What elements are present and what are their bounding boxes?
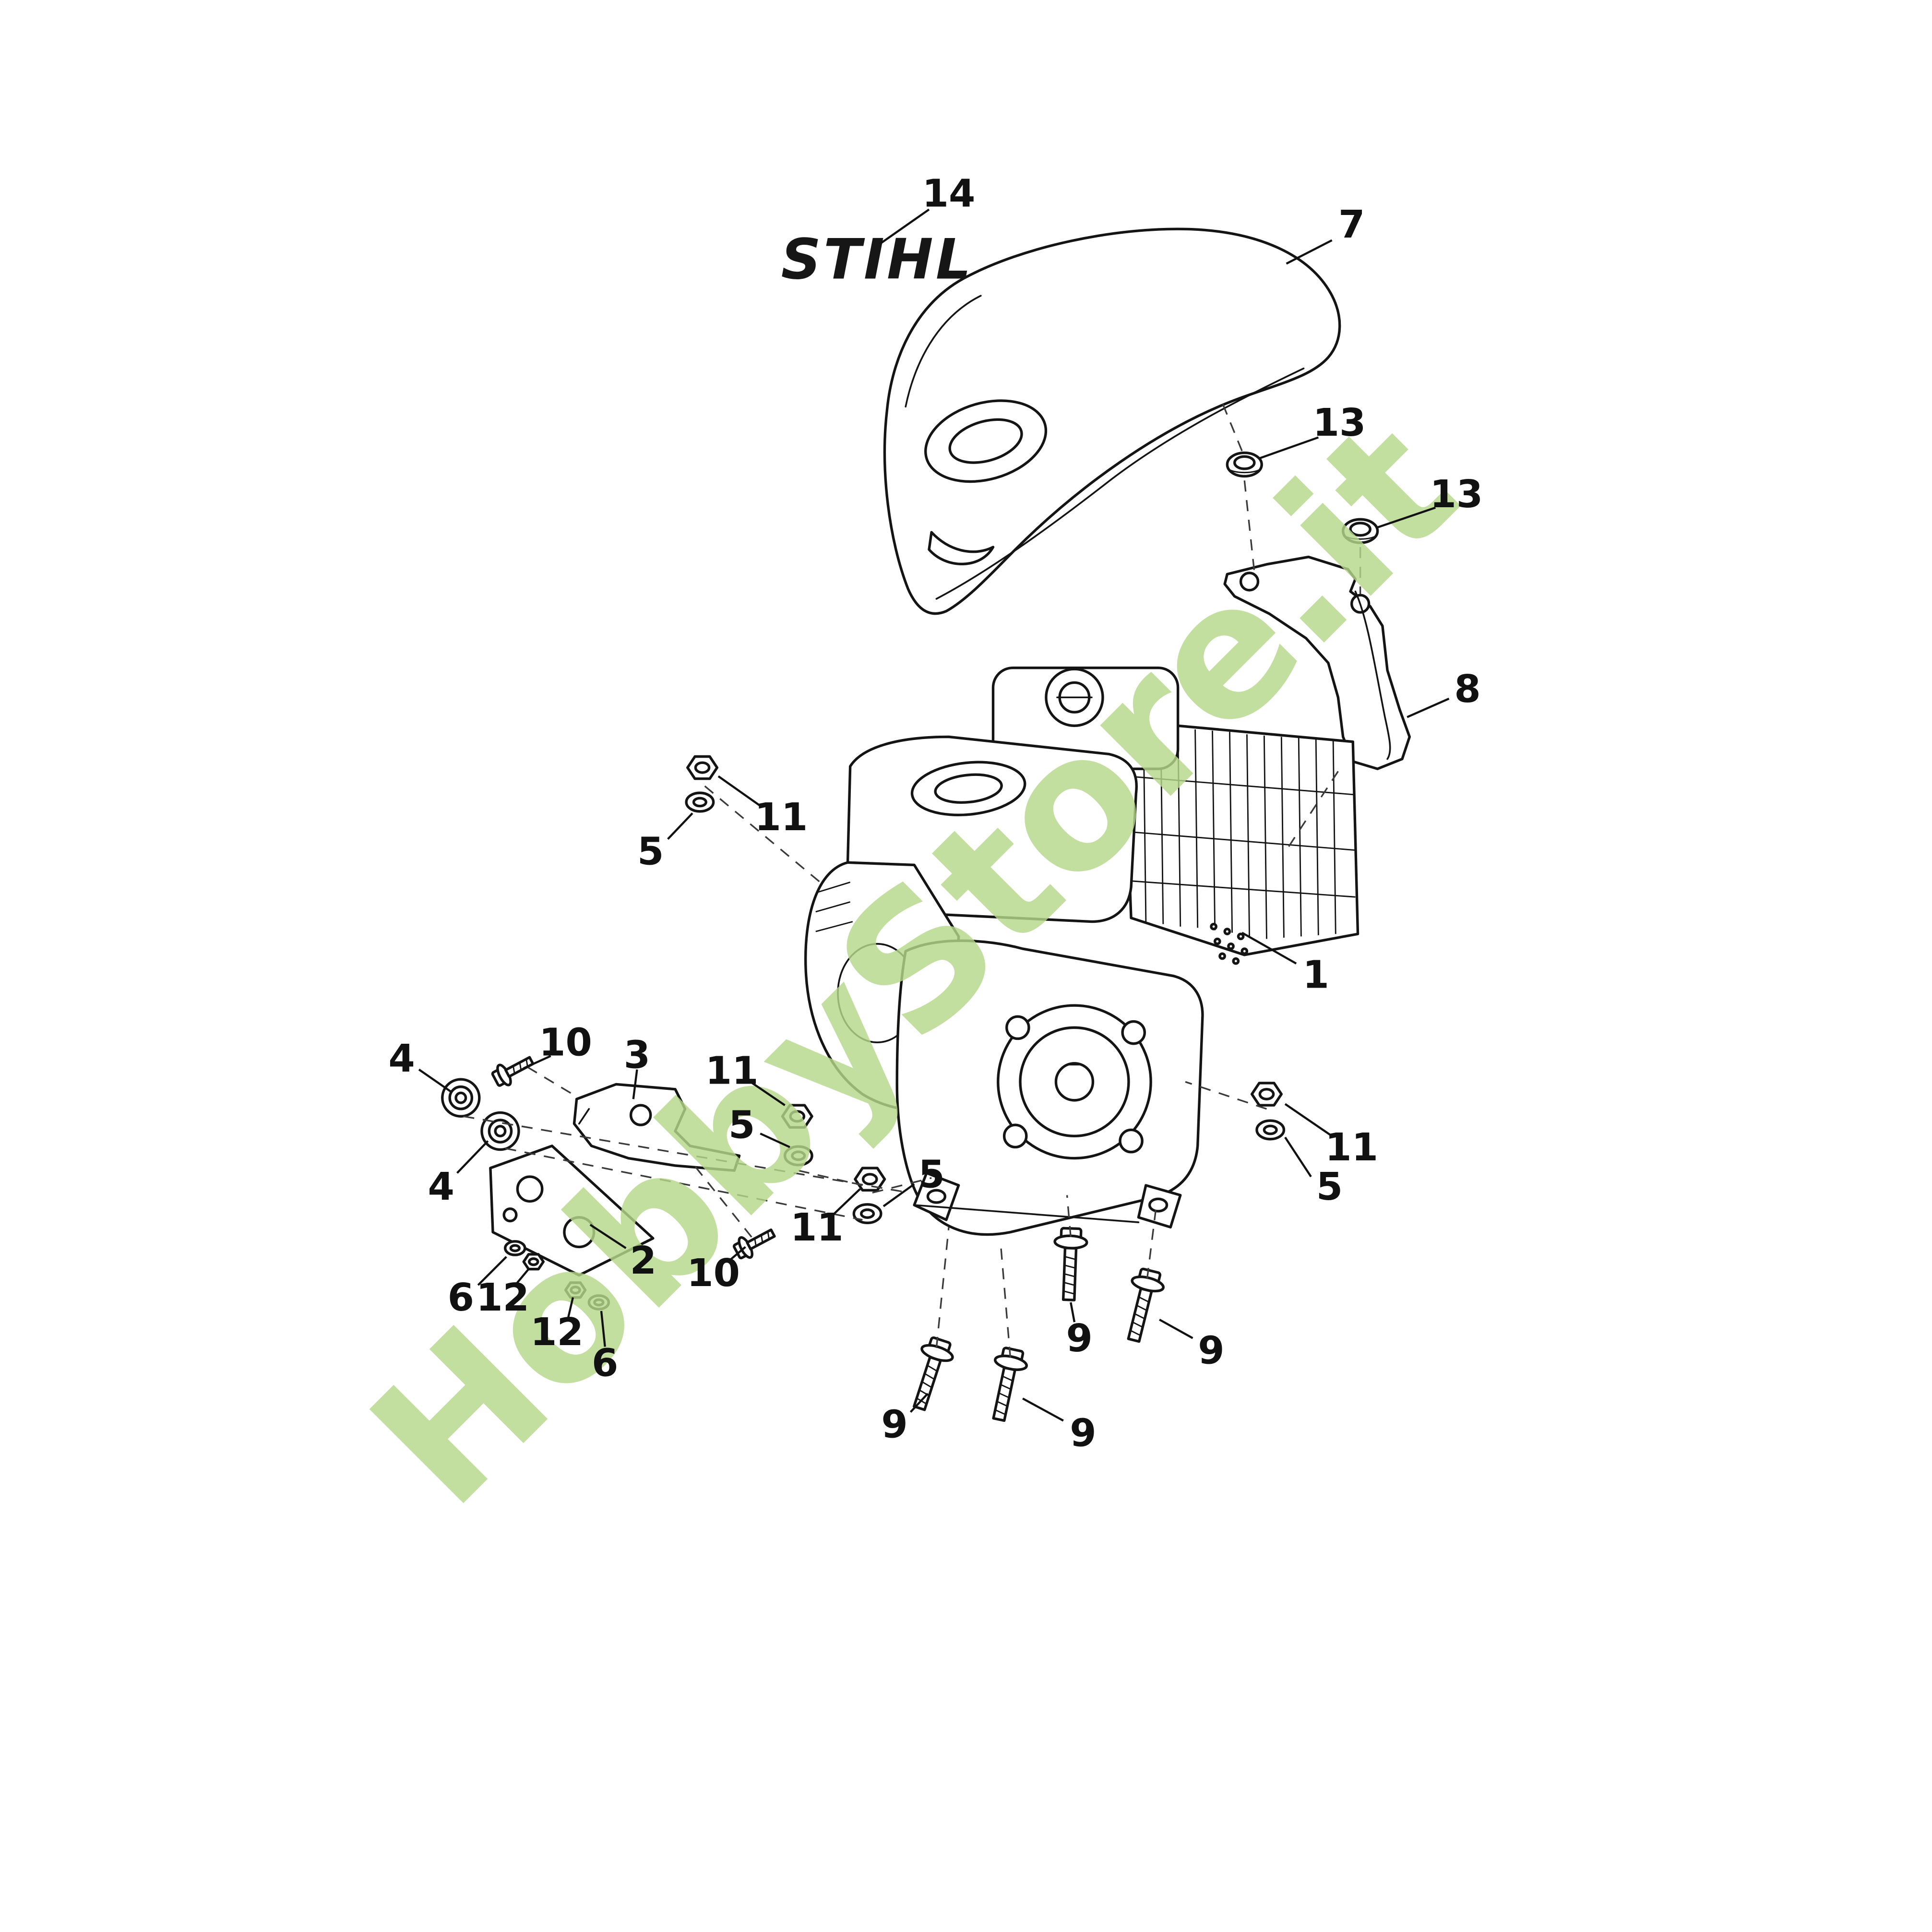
callout-leader-lines (418, 208, 1450, 1422)
callout-leader-line-9 (909, 1393, 929, 1413)
assembly-dashed-lines (463, 396, 1361, 1358)
callout-leader-line-14 (879, 208, 930, 245)
bracket-part-2 (489, 1145, 655, 1277)
nut-part-11a (688, 757, 717, 779)
part-number-label-7: 7 (1338, 202, 1365, 247)
callout-leader-line-5 (883, 1183, 915, 1207)
callout-leader-line-11 (832, 1188, 861, 1216)
part-number-label-5: 5 (637, 829, 664, 874)
washer-part-5d (1257, 1121, 1284, 1139)
part-number-label-9: 9 (881, 1402, 907, 1447)
part-number-label-9: 9 (1198, 1328, 1224, 1373)
callout-leader-line-1 (1241, 931, 1297, 965)
part-number-label-6: 6 (448, 1275, 474, 1320)
callout-leader-line-10 (728, 1246, 746, 1262)
callout-leader-line-10 (523, 1055, 551, 1070)
part-number-label-5: 5 (1316, 1164, 1343, 1209)
callout-leader-line-6 (477, 1256, 507, 1286)
callout-leader-line-13 (1259, 436, 1319, 460)
parts-drawing (442, 227, 1411, 1423)
callout-leader-line-8 (1407, 697, 1450, 718)
bolt-part-9b (1118, 1267, 1167, 1344)
callout-leader-line-4 (418, 1068, 452, 1093)
bracket-part-8 (1223, 555, 1411, 770)
part-number-label-11: 11 (754, 795, 808, 839)
bracket-part-3 (572, 1083, 741, 1172)
part-number-label-12: 12 (476, 1275, 529, 1320)
part-number-label-9: 9 (1070, 1411, 1096, 1455)
part-number-label-11: 11 (1325, 1125, 1378, 1169)
part-number-label-11: 11 (705, 1049, 759, 1093)
callout-leader-line-3 (632, 1069, 638, 1099)
part-number-label-4: 4 (428, 1164, 454, 1209)
callout-leader-line-4 (456, 1140, 489, 1174)
part-number-label-1: 1 (1303, 952, 1329, 997)
part-number-label-11: 11 (790, 1205, 844, 1250)
washer-part-5c (854, 1205, 881, 1223)
part-number-label-14: 14 (922, 171, 976, 216)
callout-leader-line-9 (1070, 1302, 1076, 1323)
bolt-part-9d (983, 1346, 1029, 1423)
bolt-part-9c (904, 1335, 957, 1413)
bolt-part-9a (1053, 1228, 1087, 1300)
engine-cover-part-7 (883, 227, 1341, 615)
buffer-part-4a (442, 1079, 479, 1116)
part-number-label-9: 9 (1066, 1316, 1093, 1360)
part-number-label-5: 5 (728, 1103, 755, 1147)
callout-leader-line-13 (1377, 506, 1436, 528)
callout-leader-line-2 (589, 1224, 627, 1249)
callout-leader-line-5 (760, 1133, 790, 1148)
part-number-label-13: 13 (1313, 400, 1366, 445)
washer-part-5a (686, 793, 713, 811)
part-number-label-8: 8 (1454, 667, 1480, 711)
buffer-part-4b (482, 1113, 519, 1150)
callout-leader-line-11 (750, 1081, 786, 1106)
callout-leader-line-9 (1022, 1397, 1064, 1422)
part-number-label-6: 6 (592, 1340, 618, 1385)
screw-part-10a (490, 1051, 537, 1090)
callout-leader-line-6 (600, 1311, 606, 1347)
part-number-label-12: 12 (530, 1310, 584, 1354)
part-number-label-10: 10 (687, 1251, 740, 1295)
nut-part-11d (1252, 1083, 1282, 1105)
callout-leader-line-11 (1284, 1103, 1333, 1137)
part-number-label-3: 3 (624, 1032, 650, 1077)
callout-leader-line-12 (567, 1297, 574, 1319)
part-number-label-4: 4 (388, 1036, 415, 1081)
callout-leader-line-12 (515, 1268, 530, 1285)
callout-leader-line-5 (667, 812, 693, 840)
callout-leader-line-5 (1284, 1136, 1312, 1178)
part-number-label-10: 10 (539, 1020, 592, 1065)
callout-leader-line-11 (717, 775, 761, 807)
part-number-label-2: 2 (630, 1238, 656, 1283)
part-number-label-13: 13 (1430, 472, 1483, 516)
callout-leader-line-9 (1159, 1318, 1193, 1339)
stihl-logo: STIHL (781, 227, 974, 292)
part-number-label-5: 5 (918, 1152, 944, 1196)
callout-leader-line-7 (1286, 239, 1333, 265)
engine-assembly-part-1 (804, 666, 1360, 1236)
